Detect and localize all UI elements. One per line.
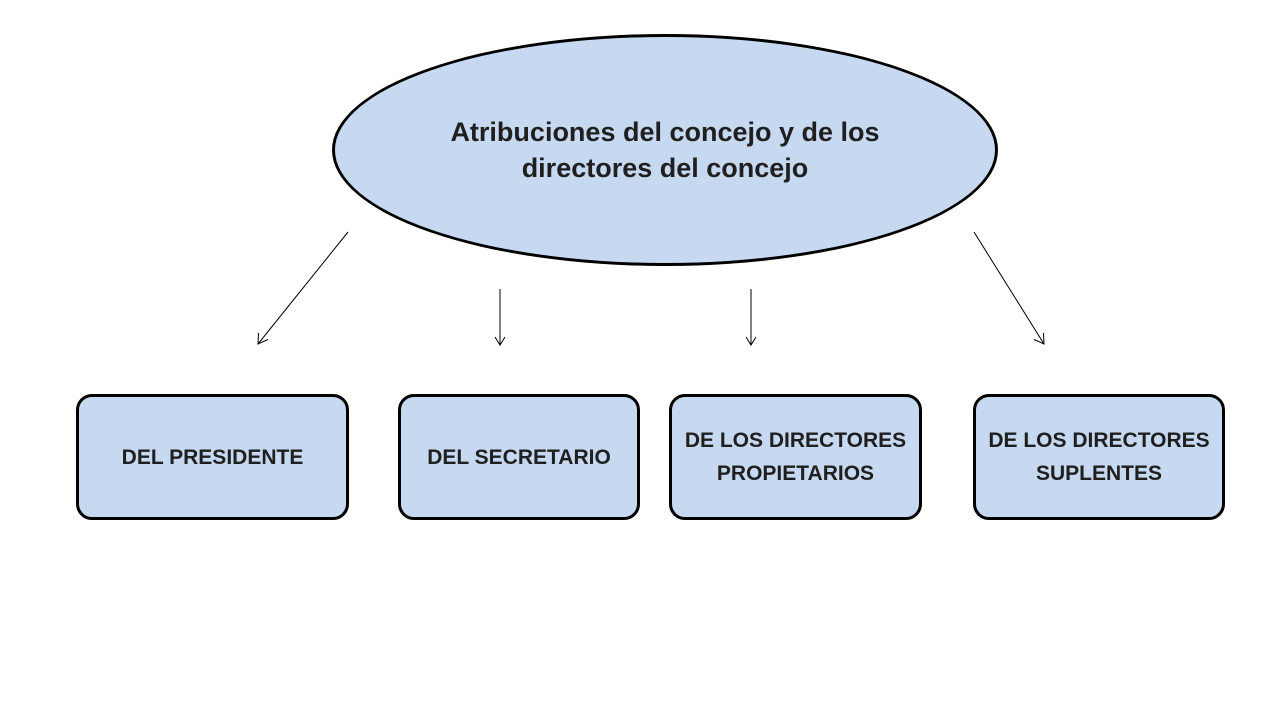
node-president-label: DEL PRESIDENTE	[121, 445, 304, 469]
node-substitute-directors-label: DE LOS DIRECTORES SUPLENTES	[988, 429, 1210, 485]
node-secretary: DEL SECRETARIO	[398, 394, 640, 520]
root-node-title: Atribuciones del concejo y de los direct…	[450, 117, 880, 183]
arrow-to-substitute-directors	[973, 231, 1045, 345]
node-secretary-label: DEL SECRETARIO	[427, 445, 611, 469]
node-substitute-directors: DE LOS DIRECTORES SUPLENTES	[973, 394, 1225, 520]
node-president: DEL PRESIDENTE	[76, 394, 349, 520]
node-proprietary-directors: DE LOS DIRECTORES PROPIETARIOS	[669, 394, 922, 520]
arrow-to-president	[257, 231, 349, 345]
node-proprietary-directors-label: DE LOS DIRECTORES PROPIETARIOS	[684, 429, 907, 485]
arrow-to-proprietary-directors	[745, 289, 757, 346]
root-node-oval: Atribuciones del concejo y de los direct…	[332, 34, 998, 266]
arrow-to-secretary	[494, 289, 506, 346]
